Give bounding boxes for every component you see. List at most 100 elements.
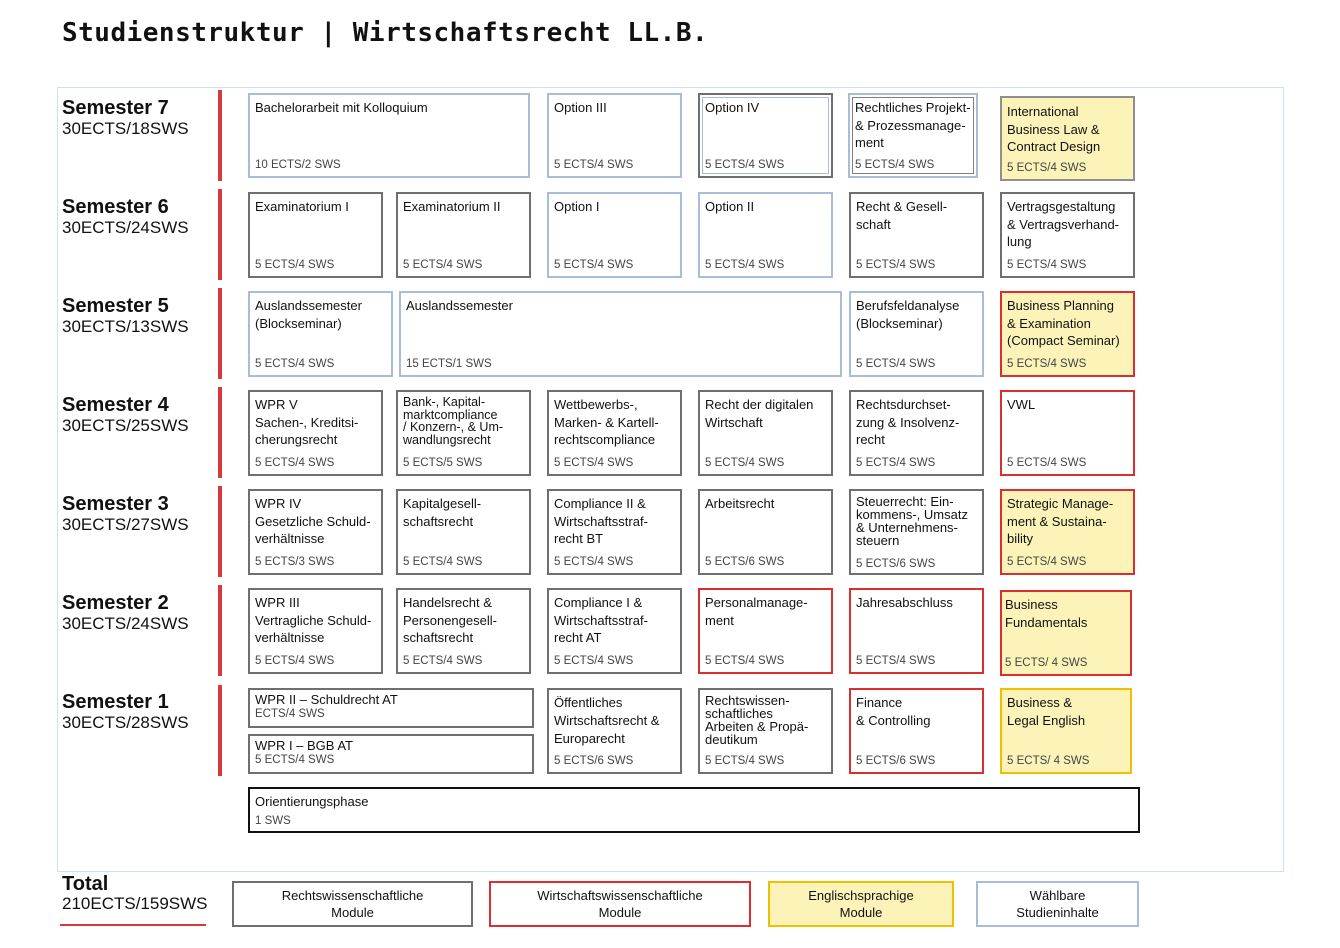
- module-wpr-4[interactable]: WPR IV Gesetzliche Schuld- verhältnisse …: [248, 489, 383, 575]
- semester-6-bar: [218, 189, 222, 280]
- page-title: Studienstruktur | Wirtschaftsrecht LL.B.: [62, 18, 709, 48]
- module-ects: 5 ECTS/4 SWS: [255, 358, 335, 370]
- module-compliance-1[interactable]: Compliance I & Wirtschaftsstraf- recht A…: [547, 588, 682, 674]
- module-ects: 5 ECTS/4 SWS: [1007, 457, 1087, 469]
- module-jahresabschluss[interactable]: Jahresabschluss 5 ECTS/4 SWS: [849, 588, 984, 674]
- semester-ects: 30ECTS/27SWS: [62, 515, 189, 534]
- module-wettbewerbsrecht[interactable]: Wettbewerbs-, Marken- & Kartell- rechtsc…: [547, 390, 682, 476]
- module-ects: 5 ECTS/6 SWS: [554, 755, 634, 767]
- module-ects: 5 ECTS/4 SWS: [554, 457, 634, 469]
- legend-law-modules: Rechtswissenschaftliche Module: [232, 881, 473, 927]
- module-ects: 5 ECTS/4 SWS: [705, 755, 785, 767]
- module-vertragsgestaltung[interactable]: Vertragsgestaltung & Vertragsverhand- lu…: [1000, 192, 1135, 278]
- module-wpr-2[interactable]: WPR II – Schuldrecht AT ECTS/4 SWS: [248, 688, 534, 728]
- module-bachelorarbeit[interactable]: Bachelorarbeit mit Kolloquium 10 ECTS/2 …: [248, 93, 530, 178]
- module-label: Compliance I & Wirtschaftsstraf- recht A…: [554, 595, 648, 645]
- module-orientierungsphase[interactable]: Orientierungsphase 1 SWS: [248, 787, 1140, 833]
- module-wpr-1[interactable]: WPR I – BGB AT 5 ECTS/4 SWS: [248, 734, 534, 774]
- module-label: Steuerrecht: Ein- kommens-, Umsatz & Unt…: [856, 494, 968, 548]
- semester-7-header: Semester 7 30ECTS/18SWS: [62, 97, 189, 139]
- module-option-3[interactable]: Option III 5 ECTS/4 SWS: [547, 93, 682, 178]
- module-personalmanagement[interactable]: Personalmanage- ment 5 ECTS/4 SWS: [698, 588, 833, 674]
- module-label: Recht der digitalen Wirtschaft: [705, 397, 814, 430]
- semester-4-header: Semester 4 30ECTS/25SWS: [62, 394, 189, 436]
- module-examinatorium-2[interactable]: Examinatorium II 5 ECTS/4 SWS: [396, 192, 531, 278]
- module-option-4[interactable]: Option IV 5 ECTS/4 SWS: [698, 93, 833, 178]
- module-label: Business Planning & Examination (Compact…: [1007, 298, 1120, 348]
- module-ects: 5 ECTS/4 SWS: [1007, 358, 1087, 370]
- module-label: Business Fundamentals: [1005, 597, 1088, 630]
- module-finance-controlling[interactable]: Finance & Controlling 5 ECTS/6 SWS: [849, 688, 984, 774]
- semester-1-bar: [218, 685, 222, 776]
- module-option-2[interactable]: Option II 5 ECTS/4 SWS: [698, 192, 833, 278]
- module-examinatorium-1[interactable]: Examinatorium I 5 ECTS/4 SWS: [248, 192, 383, 278]
- module-vwl[interactable]: VWL 5 ECTS/4 SWS: [1000, 390, 1135, 476]
- module-label: Option IV: [705, 100, 760, 115]
- module-ects: 5 ECTS/4 SWS: [255, 655, 335, 667]
- semester-name: Semester 6: [62, 196, 169, 218]
- module-auslandssemester[interactable]: Auslandssemester 15 ECTS/1 SWS: [399, 291, 842, 377]
- module-business-legal-english[interactable]: Business & Legal English 5 ECTS/ 4 SWS: [1000, 688, 1132, 774]
- total-ects: 210ECTS/159SWS: [62, 894, 208, 913]
- module-label: Öffentliches Wirtschaftsrecht & Europare…: [554, 695, 660, 746]
- module-label: Berufsfeldanalyse (Blockseminar): [856, 298, 960, 331]
- legend-english-modules: Englischsprachige Module: [768, 881, 954, 927]
- module-strategic-management[interactable]: Strategic Manage- ment & Sustaina- bilit…: [1000, 489, 1135, 575]
- semester-ects: 30ECTS/24SWS: [62, 218, 189, 237]
- module-ects: ECTS/4 SWS: [255, 708, 325, 720]
- module-kapitalgesellschaftsrecht[interactable]: Kapitalgesell- schaftsrecht 5 ECTS/4 SWS: [396, 489, 531, 575]
- module-label: WPR I – BGB AT: [255, 738, 354, 753]
- legend-business-modules: Wirtschaftswissenschaftliche Module: [489, 881, 751, 927]
- module-business-fundamentals[interactable]: Business Fundamentals 5 ECTS/ 4 SWS: [1000, 590, 1132, 676]
- semester-name: Semester 1: [62, 691, 169, 713]
- module-handelsrecht[interactable]: Handelsrecht & Personengesell- schaftsre…: [396, 588, 531, 674]
- module-label: WPR II – Schuldrecht AT: [255, 692, 398, 707]
- semester-name: Semester 2: [62, 592, 169, 614]
- semester-ects: 30ECTS/25SWS: [62, 416, 189, 435]
- module-arbeitsrecht[interactable]: Arbeitsrecht 5 ECTS/6 SWS: [698, 489, 833, 575]
- module-ects: 5 ECTS/4 SWS: [255, 457, 335, 469]
- module-ects: 5 ECTS/4 SWS: [554, 159, 634, 171]
- semester-7-bar: [218, 90, 222, 181]
- module-label: Strategic Manage- ment & Sustaina- bilit…: [1007, 496, 1114, 546]
- module-ects: 5 ECTS/4 SWS: [856, 259, 936, 271]
- module-option-1[interactable]: Option I 5 ECTS/4 SWS: [547, 192, 682, 278]
- module-bank-kapitalmarkt[interactable]: Bank-, Kapital- marktcompliance / Konzer…: [396, 390, 531, 476]
- module-international-business-law[interactable]: International Business Law & Contract De…: [1000, 96, 1135, 181]
- semester-2-bar: [218, 585, 222, 676]
- module-auslandssemester-block[interactable]: Auslandssemester (Blockseminar) 5 ECTS/4…: [248, 291, 393, 377]
- module-digitale-wirtschaft[interactable]: Recht der digitalen Wirtschaft 5 ECTS/4 …: [698, 390, 833, 476]
- module-ects: 10 ECTS/2 SWS: [255, 159, 341, 171]
- module-label: Bank-, Kapital- marktcompliance / Konzer…: [403, 395, 504, 447]
- semester-name: Semester 4: [62, 394, 169, 416]
- module-label: Arbeitsrecht: [705, 496, 775, 511]
- module-label: Compliance II & Wirtschaftsstraf- recht …: [554, 496, 648, 546]
- module-ects: 5 ECTS/6 SWS: [856, 558, 936, 570]
- module-ects: 5 ECTS/6 SWS: [856, 755, 936, 767]
- module-oeffentliches-wirtschaftsrecht[interactable]: Öffentliches Wirtschaftsrecht & Europare…: [547, 688, 682, 774]
- module-rechtsdurchsetzung[interactable]: Rechtsdurchset- zung & Insolvenz- recht …: [849, 390, 984, 476]
- module-ects: 5 ECTS/4 SWS: [1007, 556, 1087, 568]
- module-ects: 5 ECTS/4 SWS: [403, 655, 483, 667]
- module-ects: 5 ECTS/3 SWS: [255, 556, 335, 568]
- module-ects: 5 ECTS/4 SWS: [554, 556, 634, 568]
- module-berufsfeldanalyse[interactable]: Berufsfeldanalyse (Blockseminar) 5 ECTS/…: [849, 291, 984, 377]
- module-label: Jahresabschluss: [856, 595, 953, 610]
- module-ects: 5 ECTS/4 SWS: [705, 259, 785, 271]
- module-ects: 5 ECTS/4 SWS: [1007, 162, 1087, 174]
- module-wpr-3[interactable]: WPR III Vertragliche Schuld- verhältniss…: [248, 588, 383, 674]
- module-label: Option II: [705, 199, 755, 214]
- module-rechtliches-projekt[interactable]: Rechtliches Projekt- & Prozessmanage- me…: [848, 93, 978, 178]
- module-label: Wettbewerbs-, Marken- & Kartell- rechtsc…: [554, 397, 659, 447]
- module-label: Option I: [554, 199, 600, 214]
- semester-3-bar: [218, 486, 222, 577]
- module-recht-gesellschaft[interactable]: Recht & Gesell- schaft 5 ECTS/4 SWS: [849, 192, 984, 278]
- module-wpr-5[interactable]: WPR V Sachen-, Kreditsi- cherungsrecht 5…: [248, 390, 383, 476]
- module-business-planning[interactable]: Business Planning & Examination (Compact…: [1000, 291, 1135, 377]
- module-compliance-2[interactable]: Compliance II & Wirtschaftsstraf- recht …: [547, 489, 682, 575]
- module-label: Business & Legal English: [1007, 695, 1086, 728]
- module-rechtswissenschaftliches-arbeiten[interactable]: Rechtswissen- schaftliches Arbeiten & Pr…: [698, 688, 833, 774]
- module-steuerrecht[interactable]: Steuerrecht: Ein- kommens-, Umsatz & Unt…: [849, 489, 984, 575]
- module-ects: 5 ECTS/4 SWS: [855, 159, 935, 171]
- semester-4-bar: [218, 387, 222, 478]
